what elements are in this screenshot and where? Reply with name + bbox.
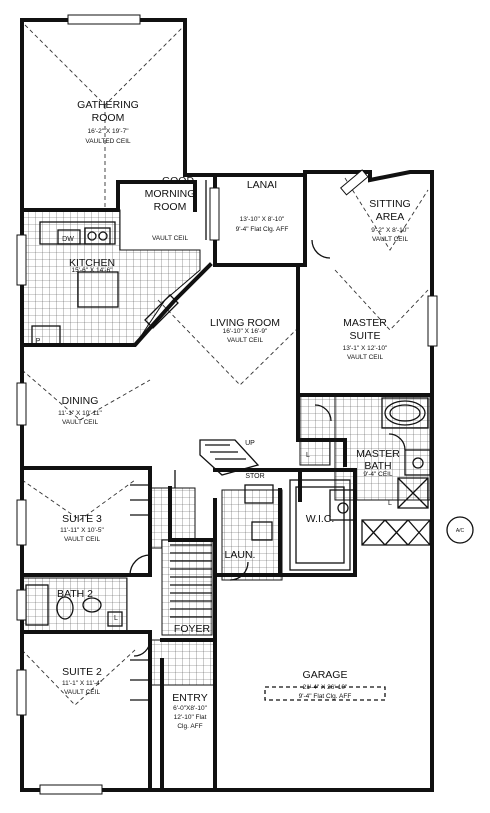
entry-name: ENTRY: [172, 692, 207, 704]
master-suite-name-2: SUITE: [350, 330, 381, 342]
master-bath-name-2: BATH: [364, 460, 391, 472]
master-bath-label: MASTER BATH 9'-4" CEIL: [356, 448, 400, 478]
good-morning-room-name-2: MORNING: [145, 188, 196, 200]
gathering-room-label: GATHERING ROOM 16'-2" X 19'-7" VAULTED C…: [77, 99, 139, 145]
linen-closet-2-label: L: [388, 500, 392, 507]
kitchen-name: KITCHEN: [69, 257, 115, 269]
suite-3-note: VAULT CEIL: [64, 536, 101, 543]
master-suite-note: VAULT CEIL: [347, 354, 384, 361]
dining-label: DINING 11'-1" X 10'-11" VAULT CEIL: [58, 395, 102, 426]
suite-3-dims: 11'-11" X 10'-5": [60, 527, 104, 534]
walls: [20, 18, 434, 792]
stairs-up-label: UP: [245, 440, 255, 447]
lanai-label: LANAI 13'-10" X 8'-10" 9'-4" Flat Clg. A…: [236, 179, 289, 233]
suite-2-dims: 11'-1" X 11'-4": [62, 680, 103, 687]
garage-name: GARAGE: [303, 669, 348, 681]
suite-3-label: SUITE 3 11'-11" X 10'-5" VAULT CEIL: [60, 513, 104, 543]
living-room-label: LIVING ROOM 16'-10" X 16'-9" VAULT CEIL: [210, 317, 280, 344]
gathering-room-name-2: ROOM: [92, 112, 125, 124]
laundry-name: LAUN.: [225, 549, 256, 561]
dining-note: VAULT CEIL: [62, 419, 99, 426]
dining-dims: 11'-1" X 10'-11": [58, 410, 102, 417]
sitting-area-label: SITTING AREA 9'-2" X 8'-10" VAULT CEIL: [369, 198, 410, 243]
good-morning-room-name-3: ROOM: [154, 201, 187, 213]
gathering-room-name-1: GATHERING: [77, 99, 139, 111]
dishwasher-label: DW: [62, 236, 74, 243]
suite-2-name: SUITE 2: [62, 666, 102, 678]
details: [25, 80, 474, 701]
lanai-dims: 13'-10" X 8'-10": [240, 216, 285, 223]
garage-label: GARAGE 21'-4" X 26'-10" 9'-4" Flat Clg. …: [299, 669, 352, 700]
garage-dims: 21'-4" X 26'-10": [303, 684, 348, 691]
dining-name: DINING: [62, 395, 99, 407]
good-morning-room-name-1: GOOD: [162, 175, 195, 187]
good-morning-room-label: GOOD MORNING ROOM VAULT CEIL: [145, 175, 196, 242]
bath-2-name: BATH 2: [57, 588, 93, 600]
entry-note-2: Clg. AFF: [177, 723, 202, 730]
vault-lines: [21, 24, 429, 706]
master-suite-dims: 13'-1" X 12'-10": [343, 345, 388, 352]
gathering-room-note: VAULTED CEIL: [85, 138, 131, 145]
living-room-dims: 16'-10" X 16'-9": [223, 328, 268, 335]
master-bath-note: 9'-4" CEIL: [363, 471, 393, 478]
room-labels: GATHERING ROOM 16'-2" X 19'-7" VAULTED C…: [57, 99, 411, 730]
gathering-room-dims: 16'-2" X 19'-7": [87, 128, 129, 135]
garage-note: 9'-4" Flat Clg. AFF: [299, 693, 352, 700]
entry-dims: 6'-0"X8'-10": [173, 705, 208, 712]
entry-label: ENTRY 6'-0"X8'-10" 12'-10" Flat Clg. AFF: [172, 692, 207, 730]
living-room-note: VAULT CEIL: [227, 337, 264, 344]
lanai-note: 9'-4" Flat Clg. AFF: [236, 226, 289, 233]
sitting-area-name-2: AREA: [376, 211, 405, 223]
entry-note-1: 12'-10" Flat: [174, 714, 207, 721]
sitting-area-dims: 9'-2" X 8'-10": [371, 227, 409, 234]
living-room-name: LIVING ROOM: [210, 317, 280, 329]
foyer-name: FOYER: [174, 623, 211, 635]
master-bath-name-1: MASTER: [356, 448, 400, 460]
storage-label: STOR: [245, 473, 264, 480]
ac-unit-label: A/C: [456, 528, 465, 534]
pantry-label: P: [36, 338, 41, 345]
kitchen-dims: 15'-6" X 14'-6": [71, 267, 113, 274]
master-suite-label: MASTER SUITE 13'-1" X 12'-10" VAULT CEIL: [343, 317, 388, 361]
linen-closet-3-label: L: [114, 615, 118, 622]
good-morning-room-note: VAULT CEIL: [152, 235, 189, 242]
kitchen-label: KITCHEN 15'-6" X 14'-6": [69, 257, 115, 274]
sitting-area-note: VAULT CEIL: [372, 236, 409, 243]
windows: [16, 14, 438, 795]
suite-2-note: VAULT CEIL: [64, 689, 101, 696]
linen-closet-1-label: L: [306, 452, 310, 459]
lanai-name: LANAI: [247, 179, 277, 191]
suite-2-label: SUITE 2 11'-1" X 11'-4" VAULT CEIL: [62, 666, 103, 696]
sitting-area-name-1: SITTING: [369, 198, 410, 210]
fixture-labels: DW P UP STOR L L L A/C: [36, 236, 465, 622]
wic-name: W.I.C.: [306, 513, 335, 525]
suite-3-name: SUITE 3: [62, 513, 102, 525]
master-suite-name-1: MASTER: [343, 317, 387, 329]
